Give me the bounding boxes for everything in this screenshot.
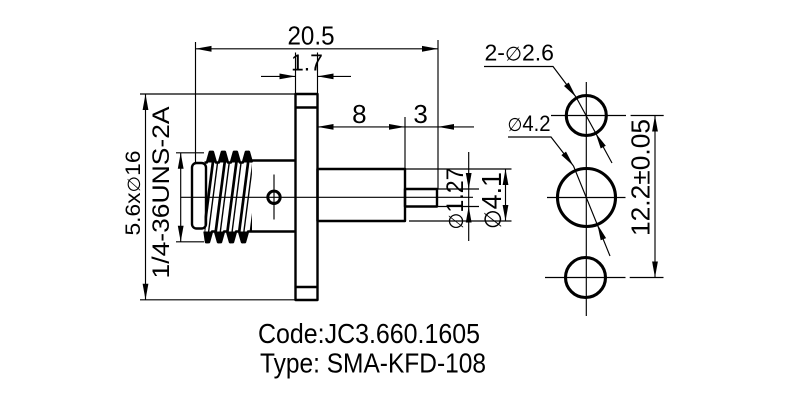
- svg-text:∅1.27: ∅1.27: [442, 168, 469, 230]
- svg-text:12.2±0.05: 12.2±0.05: [626, 119, 656, 236]
- svg-text:3: 3: [413, 99, 427, 129]
- svg-text:20.5: 20.5: [288, 20, 335, 50]
- svg-text:8: 8: [352, 99, 366, 129]
- svg-text:Type: SMA-KFD-108: Type: SMA-KFD-108: [260, 348, 486, 379]
- svg-text:∅4.1: ∅4.1: [476, 172, 507, 229]
- svg-text:Code:JC3.660.1605: Code:JC3.660.1605: [258, 318, 480, 349]
- svg-text:1.7: 1.7: [291, 50, 323, 76]
- svg-text:∅4.2: ∅4.2: [508, 111, 551, 136]
- svg-text:5.6x∅16: 5.6x∅16: [122, 151, 145, 236]
- svg-text:1/4-36UNS-2A: 1/4-36UNS-2A: [148, 107, 175, 279]
- svg-text:2-∅2.6: 2-∅2.6: [485, 40, 555, 66]
